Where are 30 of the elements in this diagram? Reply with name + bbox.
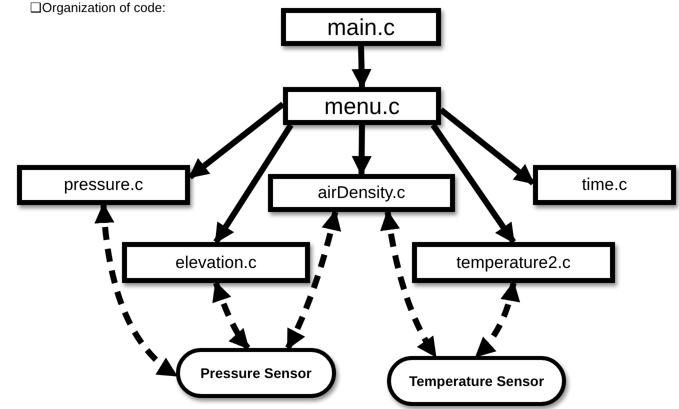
file-name: pressure.c: [64, 176, 144, 194]
arrow: [188, 102, 285, 180]
file-name: elevation.c: [175, 254, 257, 272]
file-box: [283, 87, 441, 125]
file-name: temperature2.c: [456, 254, 571, 272]
file-box: [268, 174, 455, 212]
dashed-arrow: [285, 210, 341, 350]
dashed-arrow: [474, 281, 520, 358]
dashed-arrow: [212, 281, 250, 350]
file-name: Pressure Sensor: [200, 366, 312, 380]
sensor-terminal: [387, 356, 566, 406]
file-box: [122, 242, 310, 283]
file-name: Temperature Sensor: [408, 374, 544, 388]
arrow: [213, 123, 294, 244]
file-box: [17, 165, 190, 205]
dashed-arrow: [94, 203, 178, 378]
file-name: time.c: [582, 176, 628, 194]
heading-note: ❑Organization of code:: [30, 0, 166, 15]
file-name: menu.c: [324, 94, 400, 118]
file-name: airDensity.c: [318, 184, 406, 202]
file-box: [533, 165, 676, 205]
file-box: [281, 8, 441, 46]
arrow: [352, 46, 372, 89]
file-box: [412, 242, 615, 283]
arrow: [439, 107, 535, 186]
arrow: [352, 124, 372, 176]
sensor-terminal: [176, 348, 336, 398]
file-name: main.c: [327, 14, 395, 40]
dashed-arrow: [380, 210, 438, 358]
arrow: [430, 123, 516, 244]
